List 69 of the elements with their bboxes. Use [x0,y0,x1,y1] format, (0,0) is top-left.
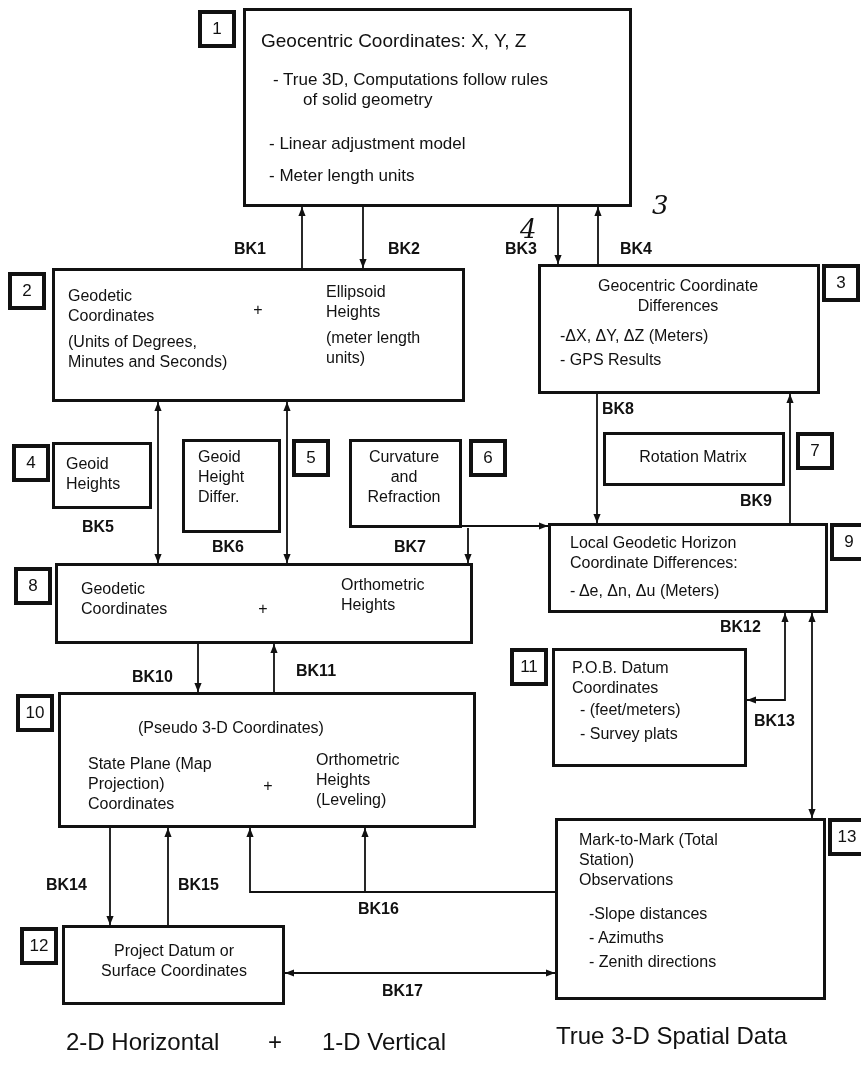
arrow [284,969,556,977]
footer-text: True 3-D Spatial Data [556,1022,788,1050]
arrow [361,827,556,893]
box-heading: Geocentric Coordinates: X, Y, Z [261,30,528,52]
plus-sign: + [268,1028,282,1056]
box-text: State Plane (Map Projection) Coordinates [88,754,213,814]
box-heading: Geodetic Coordinates [68,286,156,326]
number-tag: 2 [8,272,46,310]
arrow [786,393,794,524]
plus-sign: + [252,300,264,320]
box-text: - Δe, Δn, Δu (Meters) [570,581,721,601]
box-heading: Mark-to-Mark (Total Station) Observations [579,830,719,890]
box-text: - GPS Results [560,350,663,370]
arrow [283,401,291,564]
box-text: - Meter length units [269,166,416,186]
box-heading: (Pseudo 3-D Coordinates) [138,718,325,738]
arrow [808,612,816,819]
number-tag: 12 [20,927,58,965]
plus-sign: + [257,599,269,619]
footer-text: 2-D Horizontal [66,1028,220,1056]
arrow [594,206,602,265]
number-tag: 11 [510,648,548,686]
number-tag: 9 [830,523,861,561]
arrow [554,206,562,265]
box-text: Rotation Matrix [638,447,748,467]
number-tag: 13 [828,818,861,856]
box-text: - Azimuths [589,928,665,948]
number-tag: 4 [12,444,50,482]
number-tag: 10 [16,694,54,732]
number-tag: 5 [292,439,330,477]
arrow [106,827,114,926]
box-text: - Linear adjustment model [269,134,467,154]
box-text: Geoid Heights [66,454,122,494]
arrow [298,206,306,269]
number-tag: 1 [198,10,236,48]
arrow [461,522,549,530]
arrow [270,643,278,693]
box-text: - Zenith directions [589,952,718,972]
arrow [194,643,202,693]
box-heading: P.O.B. Datum Coordinates [572,658,670,698]
box-text: (meter length units) [326,328,422,368]
plus-sign: + [262,776,274,796]
number-tag: 8 [14,567,52,605]
box-text: (Units of Degrees, Minutes and Seconds) [68,332,229,372]
arrow [593,393,601,524]
box-heading: Geodetic Coordinates [81,579,169,619]
box-text: - (feet/meters) [580,700,682,720]
arrow [359,206,367,269]
arrow [464,527,472,564]
box-text: Curvature and Refraction [366,447,442,507]
box-heading: Local Geodetic Horizon Coordinate Differences: [570,533,739,573]
footer-text: 1-D Vertical [322,1028,447,1056]
number-tag: 7 [796,432,834,470]
box-text: - Survey plats [580,724,679,744]
number-tag: 3 [822,264,860,302]
box-text: -Slope distances [589,904,709,924]
arrow [154,401,162,564]
box-heading: Geocentric Coordinate Differences [596,276,760,316]
box-text: Orthometric Heights [341,575,426,615]
box-text: Orthometric Heights (Leveling) [316,750,401,810]
number-tag: 6 [469,439,507,477]
box-text: Geoid Height Differ. [198,447,246,507]
box-text: Ellipsoid Heights [326,282,387,322]
box-text: Project Datum or Surface Coordinates [100,941,248,981]
arrow [746,612,789,704]
box-text: -ΔX, ΔY, ΔZ (Meters) [560,326,710,346]
handwritten-correction: 3 [652,190,669,220]
arrow [164,827,172,926]
box-text: - True 3D, Computations follow rules of solid geometry [272,70,549,110]
